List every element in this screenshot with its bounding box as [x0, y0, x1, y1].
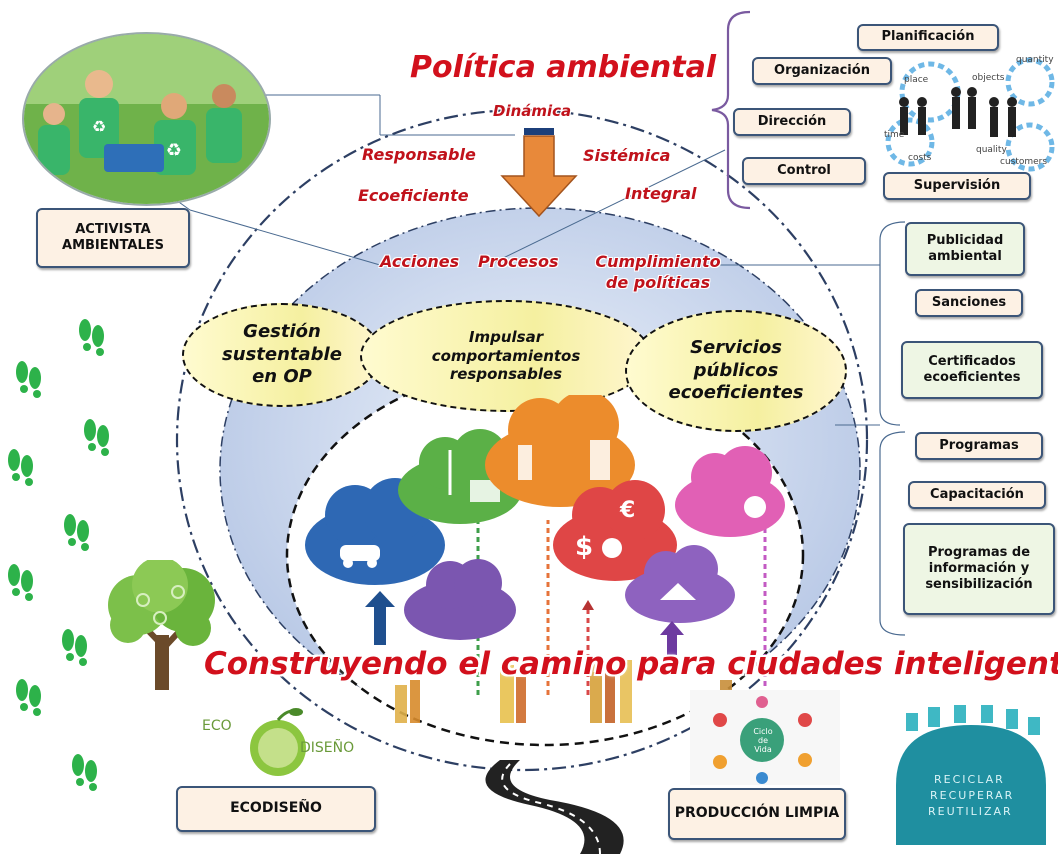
activist-photo: ♻ ♻ — [22, 32, 271, 206]
box-programas: Programas — [915, 432, 1043, 460]
gear-word-quantity: quantity — [1016, 55, 1054, 65]
box-publicidad: Publicidad ambiental — [905, 222, 1025, 276]
main-banner: Construyendo el camino para ciudades int… — [204, 646, 1058, 682]
box-capacitacion: Capacitación — [908, 481, 1046, 509]
footprint-icon — [16, 361, 41, 398]
page-title: Política ambiental — [410, 50, 717, 85]
label-ecoeficiente: Ecoeficiente — [358, 186, 469, 205]
box-direccion: Dirección — [733, 108, 851, 136]
gear-word-time: time — [884, 130, 905, 140]
svg-text:$: $ — [575, 532, 593, 562]
ellipse-gestion-text: Gestión sustentable en OP — [222, 321, 342, 388]
outer-circle — [175, 108, 869, 772]
smart-city-illustration: $ € — [305, 395, 785, 723]
box-organizacion: Organización — [752, 57, 892, 85]
footprint-icon — [64, 514, 89, 551]
label-cumplimiento: Cumplimiento de políticas — [595, 252, 721, 292]
recycle-text-3: REUTILIZAR — [928, 805, 1013, 818]
footprints — [8, 319, 109, 791]
gear-word-costs: costs — [908, 153, 932, 163]
cloud-icon — [305, 478, 445, 585]
recycle-text-1: RECICLAR — [934, 773, 1005, 786]
svg-text:♻: ♻ — [92, 117, 106, 136]
footprint-icon — [8, 564, 33, 601]
box-supervision: Supervisión — [883, 172, 1031, 200]
gear-word-place: place — [904, 75, 929, 85]
management-gears-illustration: place objects quantity time costs qualit… — [884, 55, 1055, 172]
activist-illustration: ♻ ♻ — [24, 34, 269, 204]
gear-word-customers: customers — [1000, 157, 1047, 167]
production-cycle-illustration — [690, 690, 840, 785]
svg-text:♻: ♻ — [166, 140, 182, 161]
right-bracket-top — [879, 221, 906, 426]
footprint-icon — [79, 319, 104, 356]
label-integral: Integral — [625, 184, 697, 203]
management-bracket — [711, 10, 751, 210]
ellipse-servicios-text: Servicios públicos ecoeficientes — [668, 337, 804, 404]
tree-icon — [108, 560, 215, 690]
recycle-icon — [896, 705, 1046, 845]
footprint-icon — [84, 419, 109, 456]
label-dinamica: Dinámica — [493, 102, 572, 120]
footprint-icon — [72, 754, 97, 791]
footprint-icon — [8, 449, 33, 486]
right-bracket-bottom — [879, 431, 906, 636]
footprint-icon — [16, 679, 41, 716]
ellipse-servicios: Servicios públicos ecoeficientes — [625, 310, 847, 432]
gear-word-objects: objects — [972, 73, 1005, 83]
recycle-text-2: RECUPERAR — [930, 789, 1015, 802]
label-sistemica: Sistémica — [583, 146, 671, 165]
label-acciones: Acciones — [380, 252, 460, 271]
box-planificacion: Planificación — [857, 24, 999, 51]
svg-text:€: € — [619, 498, 635, 523]
box-certificados: Certificados ecoeficientes — [901, 341, 1043, 399]
eco-logo-left: ECO — [202, 718, 232, 734]
box-sanciones: Sanciones — [915, 289, 1023, 317]
ellipse-gestion: Gestión sustentable en OP — [182, 303, 382, 407]
activist-label: ACTIVISTA AMBIENTALES — [36, 208, 190, 268]
footprint-icon — [62, 629, 87, 666]
eco-logo-right: DISEÑO — [300, 740, 355, 756]
box-informacion: Programas de información y sensibilizaci… — [903, 523, 1055, 615]
road-icon — [485, 760, 624, 854]
eco-logo — [250, 708, 306, 776]
box-produccion: PRODUCCIÓN LIMPIA — [668, 788, 846, 840]
down-arrow-icon — [500, 128, 578, 218]
label-procesos: Procesos — [478, 252, 559, 271]
label-responsable: Responsable — [362, 145, 476, 164]
ellipse-impulsar: Impulsar comportamientos responsables — [360, 300, 652, 412]
cycle-label: Ciclo de Vida — [753, 727, 773, 754]
box-ecodiseno: ECODISEÑO — [176, 786, 376, 832]
ellipse-impulsar-text: Impulsar comportamientos responsables — [431, 327, 581, 384]
gear-word-quality: quality — [976, 145, 1007, 155]
box-control: Control — [742, 157, 866, 185]
